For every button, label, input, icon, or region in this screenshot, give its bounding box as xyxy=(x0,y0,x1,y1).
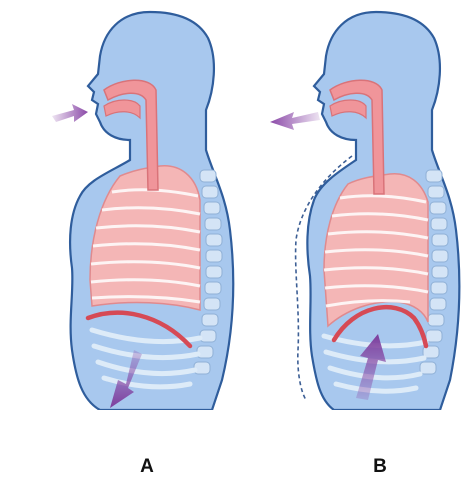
panel-a-figure xyxy=(52,12,233,410)
panel-label-b: B xyxy=(360,456,400,478)
panel-b-figure xyxy=(270,12,459,410)
arrow-right-icon xyxy=(52,104,88,122)
arrow-left-icon xyxy=(270,112,320,130)
panel-label-a: A xyxy=(127,456,167,478)
breathing-diagram xyxy=(0,0,465,410)
